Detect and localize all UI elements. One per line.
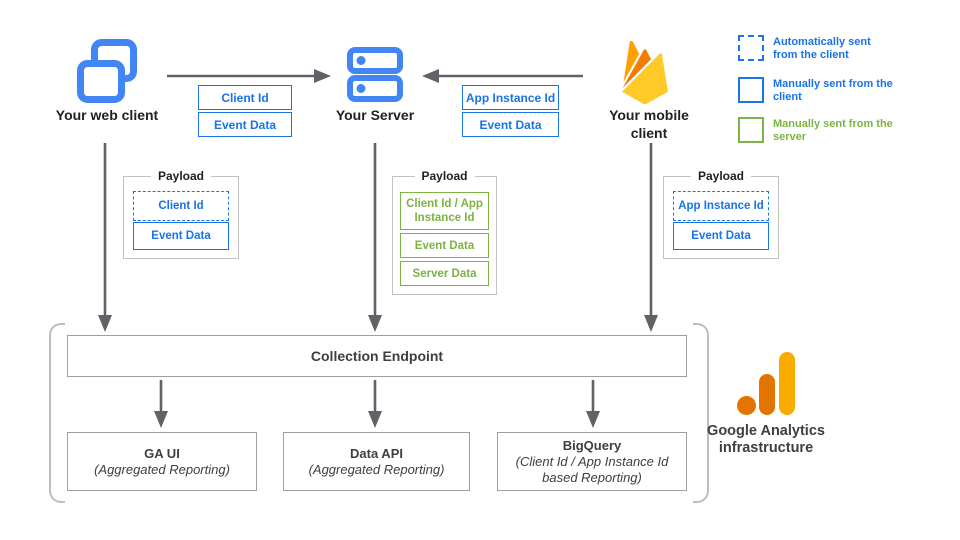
mobile-client-label: Your mobile client — [609, 107, 689, 141]
payload-item-client-or-app-instance-id: Client Id / App Instance Id — [400, 192, 489, 230]
infrastructure-bracket-left — [49, 323, 65, 503]
payload-item-server-data: Server Data — [400, 261, 489, 286]
google-analytics-logo-icon — [737, 352, 795, 415]
legend-dashed-blue-square-icon — [738, 35, 764, 61]
legend-solid-blue-square-icon — [738, 77, 764, 103]
legend-label-manual-server: Manually sent from the server — [773, 118, 893, 143]
output-subtitle: (Aggregated Reporting) — [308, 461, 445, 477]
payload-item-event-data: Event Data — [133, 222, 229, 250]
web-client-label: Your web client — [55, 107, 159, 123]
payload-group-server: Payload Client Id / App Instance Id Even… — [392, 169, 497, 295]
arrow-mobile-to-server — [422, 69, 583, 83]
flow-chip-app-instance-id: App Instance Id — [462, 85, 559, 110]
web-client-icon — [77, 39, 137, 103]
arrow-web-to-server — [167, 69, 331, 83]
arrow-endpoint-to-bigquery — [586, 380, 600, 428]
output-title: BigQuery — [562, 437, 622, 453]
legend-solid-green-square-icon — [738, 117, 764, 143]
ga-infrastructure-caption: Google Analytics infrastructure — [707, 423, 825, 456]
infrastructure-bracket-right — [693, 323, 709, 503]
payload-title: Payload — [150, 169, 212, 183]
payload-item-event-data: Event Data — [673, 222, 769, 250]
output-box-bigquery: BigQuery (Client Id / App Instance Id ba… — [497, 432, 687, 491]
server-icon — [347, 47, 403, 102]
output-box-data-api: Data API (Aggregated Reporting) — [283, 432, 470, 491]
payload-title: Payload — [690, 169, 752, 183]
arrow-web-to-endpoint — [98, 143, 112, 332]
legend-label-auto-client: Automatically sent from the client — [773, 36, 871, 61]
flow-chip-event-data: Event Data — [462, 112, 559, 137]
payload-item-app-instance-id: App Instance Id — [673, 191, 769, 221]
output-title: GA UI — [144, 445, 180, 461]
flow-chip-client-id: Client Id — [198, 85, 292, 110]
collection-endpoint-box: Collection Endpoint — [67, 335, 687, 377]
arrow-mobile-to-endpoint — [644, 143, 658, 332]
output-title: Data API — [350, 445, 403, 461]
arrow-endpoint-to-dataapi — [368, 380, 382, 428]
output-subtitle: (Client Id / App Instance Id based Repor… — [515, 453, 669, 485]
payload-title: Payload — [414, 169, 475, 183]
legend-label-manual-client: Manually sent from the client — [773, 78, 893, 103]
server-label: Your Server — [335, 107, 415, 123]
firebase-icon — [622, 41, 668, 104]
payload-item-client-id: Client Id — [133, 191, 229, 221]
payload-group-mobile: Payload App Instance Id Event Data — [663, 169, 779, 259]
flow-chip-event-data: Event Data — [198, 112, 292, 137]
arrow-endpoint-to-gaui — [154, 380, 168, 428]
output-box-ga-ui: GA UI (Aggregated Reporting) — [67, 432, 257, 491]
payload-item-event-data: Event Data — [400, 233, 489, 258]
payload-group-web: Payload Client Id Event Data — [123, 169, 239, 259]
output-subtitle: (Aggregated Reporting) — [94, 461, 230, 477]
arrow-server-to-endpoint — [368, 143, 382, 332]
